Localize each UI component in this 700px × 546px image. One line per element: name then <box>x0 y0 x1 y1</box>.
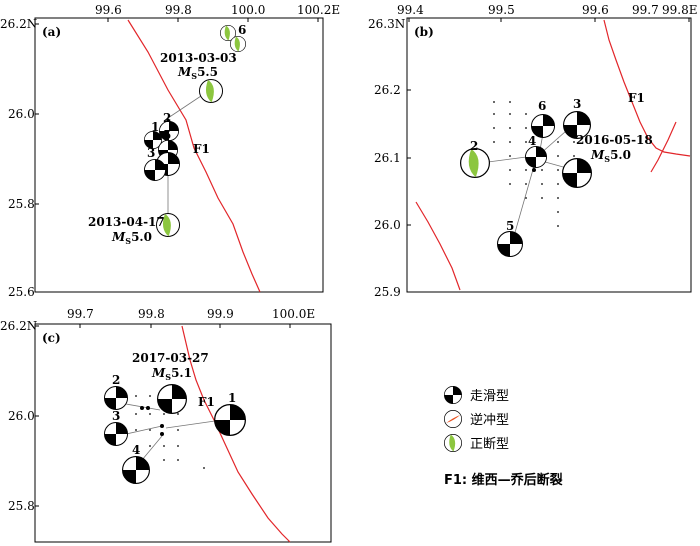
panel-a-event-mag-1: MS5.5 <box>177 65 218 81</box>
panel-b-label-6: 6 <box>538 99 546 113</box>
panel-b: 99.4 99.5 99.6 99.7 99.8E 26.3N 26.2 26.… <box>368 3 697 299</box>
panel-c-ticks <box>35 324 291 507</box>
panel-b-frame <box>406 17 692 293</box>
panel-b-grid-dots <box>493 101 575 227</box>
panel-a-ytick-0: 26.2N <box>0 17 37 31</box>
panel-c-epicenter <box>160 424 164 428</box>
panel-b-fault-line-main <box>603 19 691 157</box>
panel-c-ytick-2: 25.8 <box>8 499 35 513</box>
panel-c-ytick-0: 26.2N <box>0 319 37 333</box>
panel-c-label-2: 2 <box>112 373 120 387</box>
panel-c-beachball-1 <box>215 405 246 436</box>
panel-b-fault-line-west <box>415 201 461 291</box>
panel-b-ytick-0: 26.3N <box>368 17 405 31</box>
panel-b-beachball-mainshock-2016-05-18 <box>563 159 592 188</box>
panel-b-letter: (b) <box>414 25 434 39</box>
panel-a-label-3: 3 <box>147 146 155 160</box>
panel-a-label-5: 5 <box>163 128 171 142</box>
panel-b-label-5: 5 <box>506 219 514 233</box>
panel-c-epicenter <box>140 406 144 410</box>
panel-c-label-1: 1 <box>228 391 236 405</box>
panel-c-label-4: 4 <box>132 443 140 457</box>
panel-a-beachball-6b <box>230 36 245 51</box>
panel-a: 99.6 99.8 100.0 100.2E 26.2N 26.0 25.8 2… <box>0 3 340 299</box>
panel-c-beachball-mainshock-2017-03-27 <box>158 385 187 414</box>
panel-a-xtick-1: 99.8 <box>165 3 192 17</box>
panel-a-beachball-3 <box>144 159 165 180</box>
panel-b-ytick-4: 25.9 <box>374 285 401 299</box>
panel-a-ytick-1: 26.0 <box>8 107 35 121</box>
panel-b-ytick-3: 26.0 <box>374 218 401 232</box>
legend-normal-icon <box>444 434 461 451</box>
legend-fault-note: F1: 维西—乔后断裂 <box>444 472 564 488</box>
legend-normal-label: 正断型 <box>470 437 509 452</box>
panel-a-beachball-mainshock-2013-03-03 <box>199 79 222 102</box>
panel-a-ytick-2: 25.8 <box>8 197 35 211</box>
panel-c-frame <box>34 323 332 543</box>
panel-c-beachball-2 <box>104 386 127 409</box>
panel-b-xtick-0: 99.4 <box>397 3 424 17</box>
panel-b-beachball-4 <box>525 146 546 167</box>
panel-b-xtick-2: 99.6 <box>582 3 609 17</box>
panel-b-xtick-3: 99.7 <box>632 3 659 17</box>
panel-c-beachball-4 <box>123 457 150 484</box>
panel-c-event-date: 2017-03-27 <box>132 351 209 365</box>
panel-a-fault-label: F1 <box>193 142 210 156</box>
panel-b-xtick-1: 99.5 <box>488 3 515 17</box>
panel-c-label-3: 3 <box>112 409 120 423</box>
legend: 走滑型 逆冲型 正断型 F1: 维西—乔后断裂 <box>444 386 564 488</box>
panel-b-ytick-2: 26.1 <box>374 151 401 165</box>
legend-strike-slip-label: 走滑型 <box>470 389 509 404</box>
panel-a-frame <box>34 17 324 293</box>
panel-c-letter: (c) <box>42 331 61 345</box>
panel-b-fault-label: F1 <box>628 91 645 105</box>
panel-a-xtick-0: 99.6 <box>95 3 122 17</box>
panel-c-event-mag: MS5.1 <box>151 366 192 382</box>
panel-c-epicenter <box>160 432 164 436</box>
panel-a-ytick-3: 25.6 <box>8 285 35 299</box>
panel-a-epicenter <box>166 118 170 122</box>
panel-b-event-mag: MS5.0 <box>590 148 631 164</box>
panel-b-event-date: 2016-05-18 <box>576 133 653 147</box>
panel-a-fault-line <box>127 19 261 293</box>
panel-c-xtick-1: 99.8 <box>138 307 165 321</box>
panel-c-xtick-0: 99.7 <box>67 307 94 321</box>
panel-b-label-2: 2 <box>470 139 478 153</box>
panel-c-xtick-2: 99.9 <box>207 307 234 321</box>
panel-a-xtick-2: 100.0 <box>231 3 265 17</box>
legend-strike-slip-icon <box>444 386 461 403</box>
panel-b-epicenter <box>532 168 536 172</box>
panel-c-epicenter <box>146 406 150 410</box>
panel-c-grid-dots <box>135 395 205 469</box>
panel-a-ticks <box>35 18 319 293</box>
panel-c-beachball-3 <box>104 422 127 445</box>
panel-a-event-date-1: 2013-03-03 <box>160 51 237 65</box>
panel-b-ytick-1: 26.2 <box>374 83 401 97</box>
panel-a-event-date-2: 2013-04-17 <box>88 215 165 229</box>
panel-c-xtick-3: 100.0E <box>272 307 315 321</box>
panel-b-beachball-5 <box>498 232 523 257</box>
panel-b-fault-line-branch <box>650 121 677 173</box>
panel-c-fault-line <box>181 325 291 543</box>
panel-a-xtick-3: 100.2E <box>297 3 340 17</box>
panel-a-label-6: 6 <box>238 23 246 37</box>
panel-b-label-4: 4 <box>528 134 536 148</box>
panel-a-label-2: 2 <box>163 111 171 125</box>
panel-a-label-1: 1 <box>151 120 159 134</box>
panel-b-xtick-4: 99.8E <box>662 3 697 17</box>
legend-thrust-label: 逆冲型 <box>470 412 509 428</box>
panel-b-label-3: 3 <box>573 97 581 111</box>
panel-a-letter: (a) <box>42 25 61 39</box>
panel-c: 99.7 99.8 99.9 100.0E 26.2N 26.0 25.8 (c… <box>0 307 332 543</box>
panel-c-ytick-1: 26.0 <box>8 409 35 423</box>
panel-a-event-mag-2: MS5.0 <box>111 230 152 246</box>
panel-b-ticks <box>407 18 690 226</box>
panel-c-fault-label: F1 <box>198 395 215 409</box>
legend-thrust-icon <box>444 410 461 427</box>
